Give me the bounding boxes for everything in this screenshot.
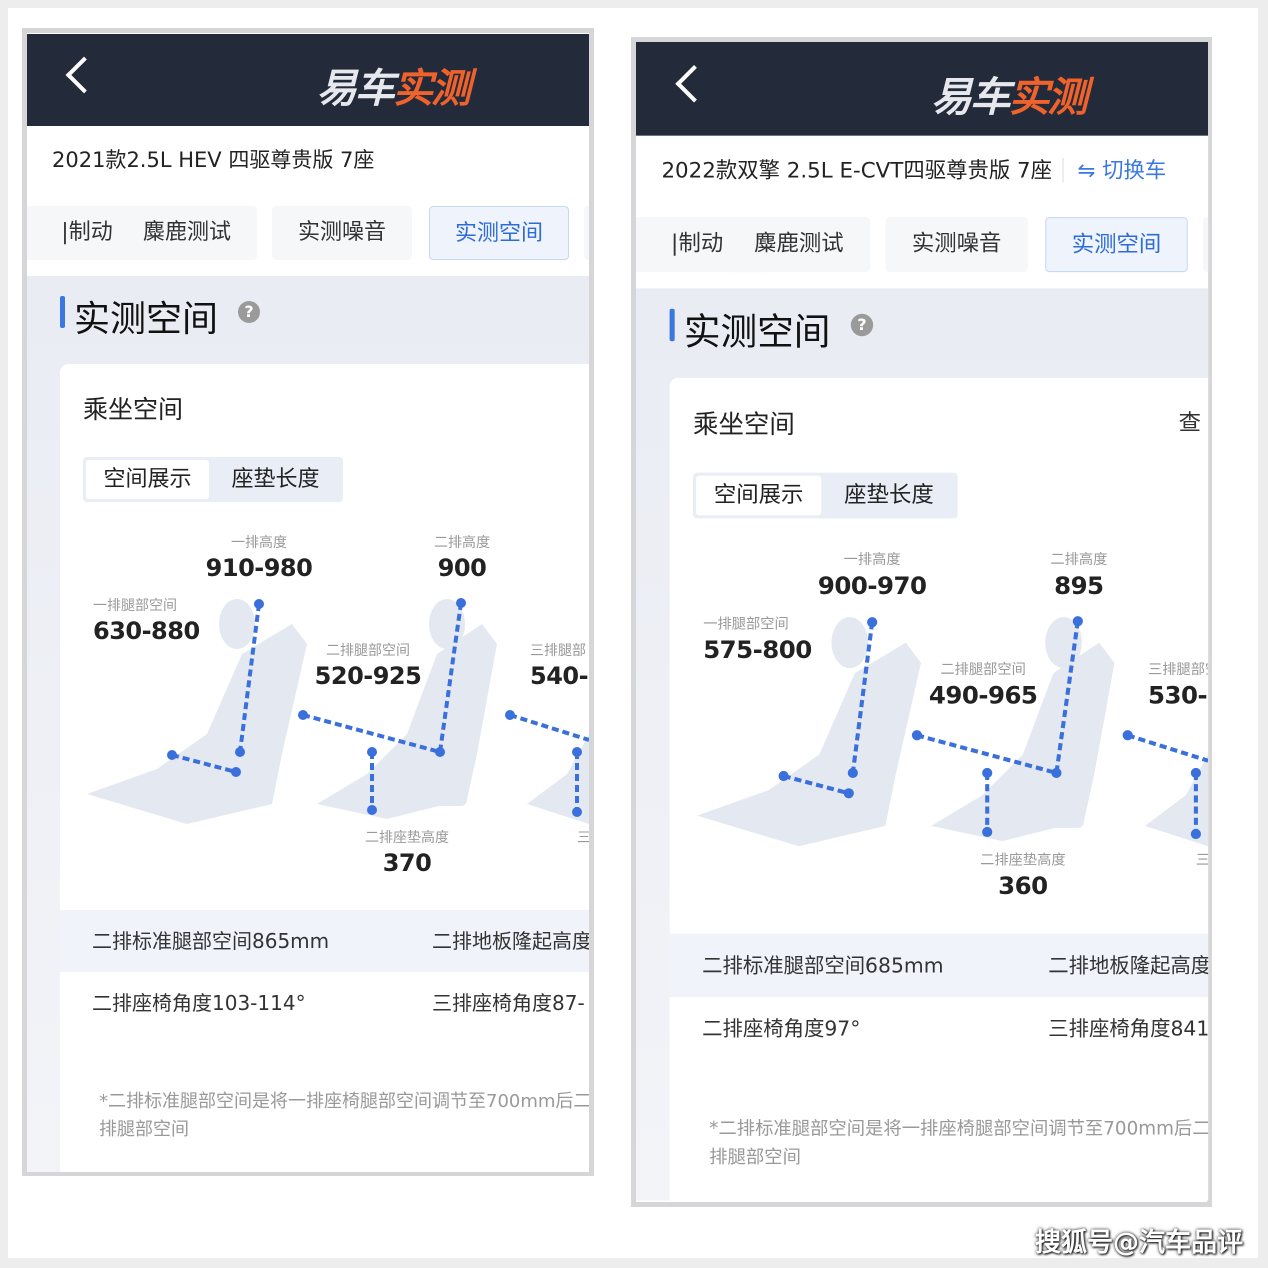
section-title: 实测空间 (74, 299, 219, 340)
header-bar: 易车实测 (27, 34, 589, 126)
footnote: *二排标准腿部空间是将一排座椅腿部空间调节至700mm后二排腿部空间 (99, 1091, 589, 1140)
help-icon[interactable]: ? (850, 313, 874, 337)
label-row3_cushion: 三排 (1196, 849, 1208, 871)
view-toggle: 空间展示 座垫长度 (693, 472, 958, 519)
back-icon[interactable] (65, 56, 103, 94)
tab-1[interactable]: 麋鹿测试 (727, 217, 871, 273)
spec-row: 二排座椅角度97° 三排座椅角度841- (670, 997, 1209, 1060)
card-title: 乘坐空间 (693, 409, 795, 440)
spec-item: 三排座椅角度841- (1048, 1016, 1209, 1041)
section-title: 实测空间 (683, 311, 831, 354)
section-accent-bar (669, 308, 675, 342)
spec-item: 三排座椅角度87- (432, 991, 585, 1015)
spec-item: 二排地板隆起高度 (432, 929, 589, 953)
car-model: 2021款2.5L HEV 四驱尊贵版 7座 (52, 148, 375, 172)
footnote: *二排标准腿部空间是将一排座椅腿部空间调节至700mm后二排腿部空间 (709, 1118, 1209, 1168)
spec-row: 二排标准腿部空间865mm 二排地板隆起高度 (60, 910, 589, 972)
spec-item: 二排座椅角度103-114° (92, 991, 306, 1015)
logo: 易车实测 (931, 74, 1088, 122)
tab-3[interactable]: 实测空间 (1045, 217, 1188, 273)
app-screenshot-1: 易车实测 2022款双擎 2.5L E-CVT四驱尊贵版 7座⇋ 切换车 |制动… (636, 42, 1209, 1201)
section-accent-bar (60, 296, 65, 328)
segment-space-display[interactable]: 空间展示 (696, 475, 822, 516)
tab-next[interactable] (1203, 217, 1209, 273)
tab-2[interactable]: 实测噪音 (272, 206, 412, 260)
spec-item: 二排座椅角度97° (702, 1016, 861, 1041)
label-row3_leg: 三排腿部空530-87 (1148, 661, 1208, 710)
label-row3_cushion: 三 (577, 830, 589, 846)
card-title: 乘坐空间 (83, 395, 184, 424)
view-toggle: 空间展示 座垫长度 (83, 457, 343, 502)
logo: 易车实测 (317, 66, 471, 112)
spec-row: 二排座椅角度103-114° 三排座椅角度87- (60, 972, 589, 1034)
spec-item: 二排地板隆起高度 (1048, 953, 1209, 978)
app-screenshot-0: 易车实测 2021款2.5L HEV 四驱尊贵版 7座 |制动麋鹿测试实测噪音实… (27, 34, 589, 1172)
segment-cushion-length[interactable]: 座垫长度 (844, 482, 934, 509)
tab-1[interactable]: 麋鹿测试 (117, 206, 257, 260)
spec-row: 二排标准腿部空间685mm 二排地板隆起高度 (669, 933, 1209, 997)
tab-3[interactable]: 实测空间 (429, 206, 569, 260)
back-icon[interactable] (675, 65, 713, 103)
spec-item: 二排标准腿部空间685mm (702, 953, 944, 978)
car-model: 2022款双擎 2.5L E-CVT四驱尊贵版 7座⇋ 切换车 (661, 158, 1167, 183)
help-icon[interactable]: ? (238, 301, 260, 323)
tab-2[interactable]: 实测噪音 (885, 217, 1028, 273)
view-more-link[interactable]: 查 (1178, 410, 1202, 436)
header-bar: 易车实测 (636, 42, 1209, 136)
tab-next[interactable] (584, 206, 589, 260)
spec-item: 二排标准腿部空间865mm (92, 929, 330, 953)
watermark: 搜狐号@汽车品评 (1035, 1228, 1244, 1258)
switch-car-button[interactable]: ⇋ 切换车 (1062, 158, 1167, 183)
seating-space-card: 乘坐空间 空间展示 座垫长度 (60, 364, 589, 1172)
segment-space-display[interactable]: 空间展示 (86, 460, 209, 499)
segment-cushion-length[interactable]: 座垫长度 (231, 467, 320, 492)
seating-space-card: 乘坐空间 查 空间展示 座垫长度 (669, 377, 1209, 1201)
